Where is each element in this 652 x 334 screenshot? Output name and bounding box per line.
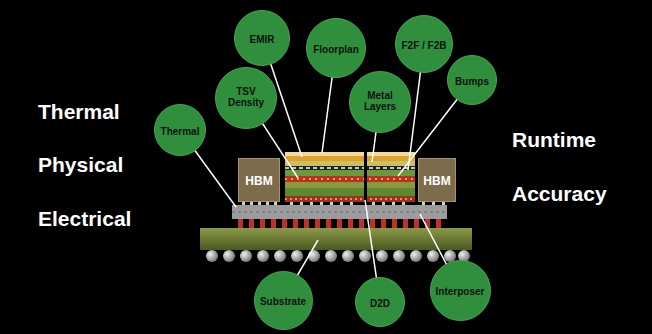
hbm-die: HBM — [418, 158, 456, 202]
die-label: HBM — [423, 174, 450, 188]
side-heading: Electrical — [38, 207, 131, 231]
hbm-die: HBM — [238, 158, 280, 202]
circle-label: Metal Layers — [355, 90, 405, 112]
callout-circle: F2F / F2B — [395, 15, 453, 73]
c4-bumps — [238, 219, 441, 228]
callout-circle: Bumps — [447, 55, 497, 105]
die-stack — [285, 152, 415, 202]
callout-circle: EMIR — [234, 10, 290, 66]
circle-label: EMIR — [250, 34, 275, 45]
die-label: HBM — [245, 174, 272, 188]
circle-label: Substrate — [260, 296, 306, 307]
callout-circle: Thermal — [154, 104, 206, 156]
callout-circle: Interposer — [430, 260, 491, 321]
interposer-layer — [232, 205, 447, 219]
callout-circle: Metal Layers — [349, 71, 411, 133]
circle-label: Floorplan — [313, 44, 359, 55]
callout-circle: Substrate — [254, 271, 313, 330]
micro-bumps — [242, 202, 445, 205]
callout-circle: TSV Density — [215, 67, 277, 129]
leader-lines — [180, 38, 472, 302]
circle-label: TSV Density — [221, 86, 271, 108]
circle-label: D2D — [370, 298, 390, 309]
callout-circle: D2D — [355, 277, 405, 327]
side-heading: Physical — [38, 153, 123, 177]
side-heading: Accuracy — [512, 182, 607, 206]
callout-circle: Floorplan — [306, 18, 366, 78]
solder-balls — [206, 250, 470, 262]
substrate-board — [200, 228, 472, 250]
circle-label: Thermal — [161, 126, 200, 137]
circle-label: Bumps — [455, 76, 489, 87]
circle-label: F2F / F2B — [401, 40, 446, 51]
side-heading: Thermal — [38, 100, 120, 124]
circle-label: Interposer — [436, 286, 485, 297]
side-heading: Runtime — [512, 128, 596, 152]
